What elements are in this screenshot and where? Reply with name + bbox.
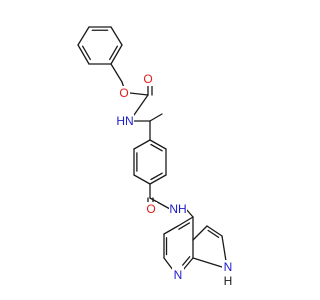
pyrrole-bond-0 [192, 225, 208, 241]
py-bond-4 [182, 257, 194, 271]
phenyl-ring-bond-5 [77, 26, 90, 46]
phenyl-ring-bond-2 [110, 44, 123, 65]
phenyl-ring-double-4 [81, 45, 91, 61]
ester-oxygen: O [118, 86, 130, 100]
carbonyl-n-bond [133, 94, 149, 116]
nh-ring-bond [185, 208, 194, 218]
bonds [77, 26, 227, 271]
atom-labels: O O HN O NH N N H [116, 72, 234, 288]
phenyl-ring-bond-1 [110, 26, 123, 46]
o-carbonyl-bond [129, 92, 149, 96]
central-ring-double-0 [150, 143, 163, 152]
py-bond-1 [163, 225, 179, 235]
carbamate-nh-label: HN [116, 114, 133, 128]
phenyl-ring-bond-4 [77, 44, 90, 65]
amide-nh-label: NH [169, 202, 186, 216]
central-ring-bond-3 [133, 174, 151, 185]
carbonyl-oxygen-top-label: O [143, 72, 152, 86]
pyridine-nitrogen-label: N [174, 268, 183, 282]
pyrrole-nitrogen-label: N [224, 260, 233, 274]
carbamate-nh: HN [116, 114, 134, 128]
pyrrole-bond-1 [206, 225, 223, 237]
methyl-bond [149, 113, 163, 122]
ester-oxygen-label: O [119, 86, 128, 100]
pyrrole-nitrogen: N H [222, 260, 234, 288]
pyrrole-double-1 [207, 229, 220, 239]
phenyl-ring-double-2 [109, 45, 119, 61]
central-ring-bond-5 [133, 139, 151, 150]
central-ring-double-2 [150, 172, 163, 181]
amide-cn-bond [149, 197, 171, 210]
central-ring-bond-0 [149, 139, 167, 150]
benzyl-ch2-bond [110, 63, 123, 83]
pyrrole-hydrogen-label: H [224, 274, 233, 288]
carbonyl-oxygen-amide-label: O [146, 202, 155, 216]
pyrrole-bond-3 [192, 257, 223, 268]
pyrrole-bond-2 [221, 235, 227, 262]
py-bond-0 [177, 216, 194, 227]
py-double-4 [182, 256, 191, 266]
carbonyl-oxygen-amide: O [145, 202, 157, 216]
chemical-structure: O O HN O NH N N H [77, 26, 234, 288]
py-bond-3 [163, 257, 174, 271]
central-ring-bond-2 [149, 174, 167, 185]
py-double-0 [178, 222, 191, 230]
amide-nh: NH [169, 202, 187, 216]
carbonyl-oxygen-top: O [142, 72, 154, 86]
pyridine-nitrogen: N [172, 268, 184, 282]
